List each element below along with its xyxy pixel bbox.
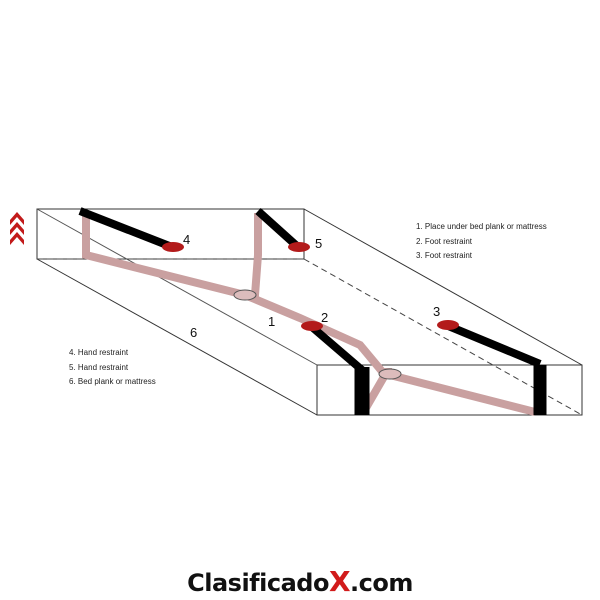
label-2: 2 [321, 310, 329, 325]
label-6: 6 [190, 325, 198, 340]
brand-logo: ClasificadoX.com [0, 565, 600, 598]
brand-x: X [328, 565, 351, 598]
legend-right: 1. Place under bed plank or mattress 2. … [416, 220, 547, 264]
brand-text-after: .com [350, 569, 413, 597]
black-straps [78, 207, 547, 415]
legend-item: 5. Hand restraint [69, 362, 129, 372]
legend-item: 6. Bed plank or mattress [69, 377, 156, 386]
hidden-edges [37, 258, 583, 416]
triple-chevron-up-icon [10, 212, 24, 245]
strap-buckle [233, 289, 257, 301]
foot-cuff-3 [437, 320, 459, 330]
label-1: 1 [268, 314, 276, 329]
strap-buckle [378, 368, 402, 380]
label-4: 4 [183, 232, 191, 247]
legend-item: 2. Foot restraint [416, 236, 473, 246]
foot-cuff-2 [301, 321, 323, 331]
legend-item: 3. Foot restraint [416, 251, 473, 260]
brand-text-before: Clasificado [187, 569, 329, 597]
hand-cuff-5 [288, 242, 310, 252]
legend-left: 4. Hand restraint 5. Hand restraint 6. B… [69, 346, 156, 390]
label-3: 3 [433, 304, 441, 319]
hand-cuff-4 [162, 242, 184, 252]
legend-item: 1. Place under bed plank or mattress [416, 222, 547, 231]
label-5: 5 [315, 236, 323, 251]
legend-item: 4. Hand restraint [69, 348, 129, 357]
